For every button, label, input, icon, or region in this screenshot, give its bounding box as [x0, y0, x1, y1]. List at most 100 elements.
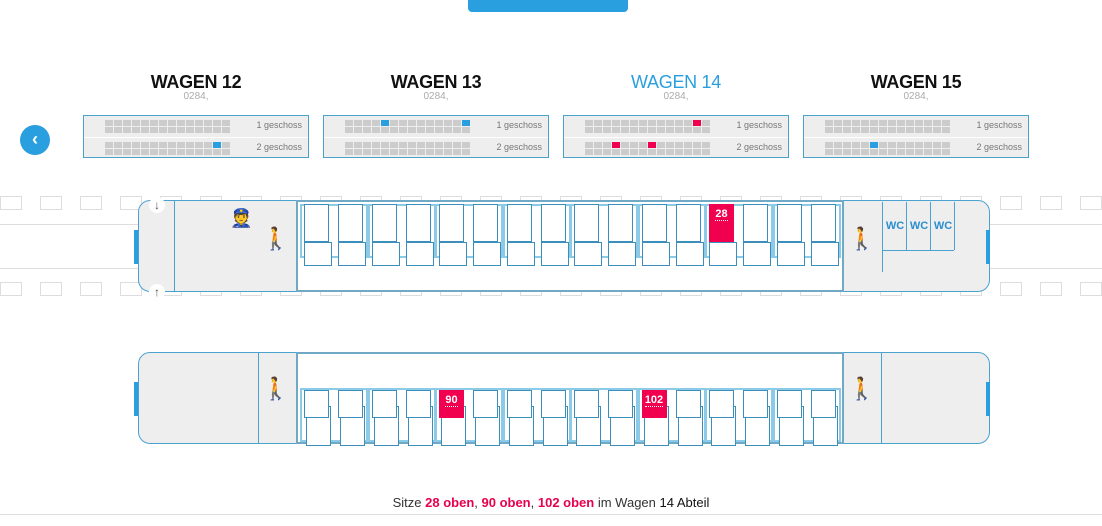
- door[interactable]: [134, 382, 138, 416]
- seat[interactable]: [371, 242, 400, 266]
- seat[interactable]: [338, 204, 363, 242]
- minimap-deck-1[interactable]: 1 geschoss: [84, 116, 308, 137]
- seat[interactable]: [776, 242, 805, 266]
- wagon-title[interactable]: WAGEN 12: [150, 72, 242, 92]
- seat[interactable]: [506, 390, 532, 418]
- seat[interactable]: [506, 204, 532, 242]
- seat[interactable]: [439, 242, 467, 266]
- seat[interactable]: [371, 390, 397, 418]
- minimap-seat: [168, 142, 176, 148]
- seat[interactable]: [743, 204, 768, 242]
- seat[interactable]: [810, 204, 836, 242]
- wagon-title[interactable]: WAGEN 13: [390, 72, 482, 92]
- seat[interactable]: [608, 242, 636, 266]
- wagon-title[interactable]: WAGEN 14: [631, 72, 721, 92]
- minimap-seat: [888, 142, 896, 148]
- seat[interactable]: [641, 204, 667, 242]
- minimap-seat: [426, 149, 434, 155]
- minimap-seat: [684, 142, 692, 148]
- minimap-seat: [105, 142, 113, 148]
- minimap-seat: [354, 127, 362, 133]
- seat[interactable]: [439, 204, 464, 242]
- door[interactable]: [986, 382, 990, 416]
- seat[interactable]: [675, 242, 704, 266]
- seat[interactable]: [405, 390, 431, 418]
- seat[interactable]: [304, 242, 332, 266]
- seat[interactable]: [810, 390, 836, 418]
- minimap-deck-2[interactable]: 2 geschoss: [564, 137, 788, 158]
- seat[interactable]: [776, 390, 802, 418]
- minimap-deck-1[interactable]: 1 geschoss: [564, 116, 788, 137]
- wagon-title[interactable]: WAGEN 15: [870, 72, 962, 92]
- seat[interactable]: [540, 204, 566, 242]
- minimap-seat: [693, 142, 701, 148]
- minimap-seat: [168, 120, 176, 126]
- seat[interactable]: [810, 242, 839, 266]
- seat[interactable]: [776, 204, 802, 242]
- selected-seat[interactable]: 28: [709, 204, 734, 242]
- minimap-seat: [675, 127, 683, 133]
- seat[interactable]: [574, 242, 602, 266]
- minimap-seat: [222, 127, 230, 133]
- minimap-seat: [363, 142, 371, 148]
- selected-seat[interactable]: 90: [439, 390, 464, 418]
- seat[interactable]: [473, 204, 498, 242]
- seat[interactable]: [540, 242, 569, 266]
- seat[interactable]: [574, 204, 599, 242]
- wagon-subtitle: 0284,: [423, 91, 449, 102]
- minimap-seat: [399, 127, 407, 133]
- seat[interactable]: [473, 242, 501, 266]
- minimap-deck-1[interactable]: 1 geschoss: [804, 116, 1028, 137]
- minimap-deck-1[interactable]: 1 geschoss: [324, 116, 548, 137]
- seat[interactable]: [405, 204, 431, 242]
- seat[interactable]: [338, 390, 363, 418]
- seat[interactable]: [675, 204, 701, 242]
- top-button[interactable]: [468, 0, 628, 12]
- minimap-seat: [381, 149, 389, 155]
- seat[interactable]: [743, 242, 771, 266]
- door[interactable]: [134, 230, 138, 264]
- minimap-seat: [879, 142, 887, 148]
- seat[interactable]: [743, 390, 768, 418]
- minimap-seat: [132, 127, 140, 133]
- seat[interactable]: [304, 390, 329, 418]
- seat[interactable]: [338, 242, 366, 266]
- minimap-deck-2[interactable]: 2 geschoss: [804, 137, 1028, 158]
- minimap-seat: [906, 149, 914, 155]
- minimap-seat: [648, 127, 656, 133]
- seat[interactable]: [506, 242, 535, 266]
- seat[interactable]: [641, 242, 670, 266]
- minimap-seat: [141, 142, 149, 148]
- door[interactable]: [986, 230, 990, 264]
- seat[interactable]: [574, 390, 599, 418]
- seat[interactable]: [608, 204, 633, 242]
- selected-seat[interactable]: 102: [641, 390, 667, 418]
- seat[interactable]: [371, 204, 397, 242]
- seat[interactable]: [405, 242, 434, 266]
- minimap-seat: [621, 142, 629, 148]
- seat[interactable]: [473, 390, 498, 418]
- minimap-seat: [897, 149, 905, 155]
- seat[interactable]: [608, 390, 633, 418]
- seat[interactable]: [540, 390, 566, 418]
- minimap-seat: [390, 120, 398, 126]
- seat[interactable]: [709, 242, 737, 266]
- seat[interactable]: [675, 390, 701, 418]
- minimap-seat: [417, 142, 425, 148]
- minimap-deck-2[interactable]: 2 geschoss: [84, 137, 308, 158]
- seat[interactable]: [304, 204, 329, 242]
- seat[interactable]: [709, 390, 734, 418]
- minimap-deck-2[interactable]: 2 geschoss: [324, 137, 548, 158]
- minimap-seat: [177, 149, 185, 155]
- minimap-seat: [630, 149, 638, 155]
- previous-wagons-button[interactable]: ‹: [20, 125, 50, 155]
- minimap-seat: [444, 120, 452, 126]
